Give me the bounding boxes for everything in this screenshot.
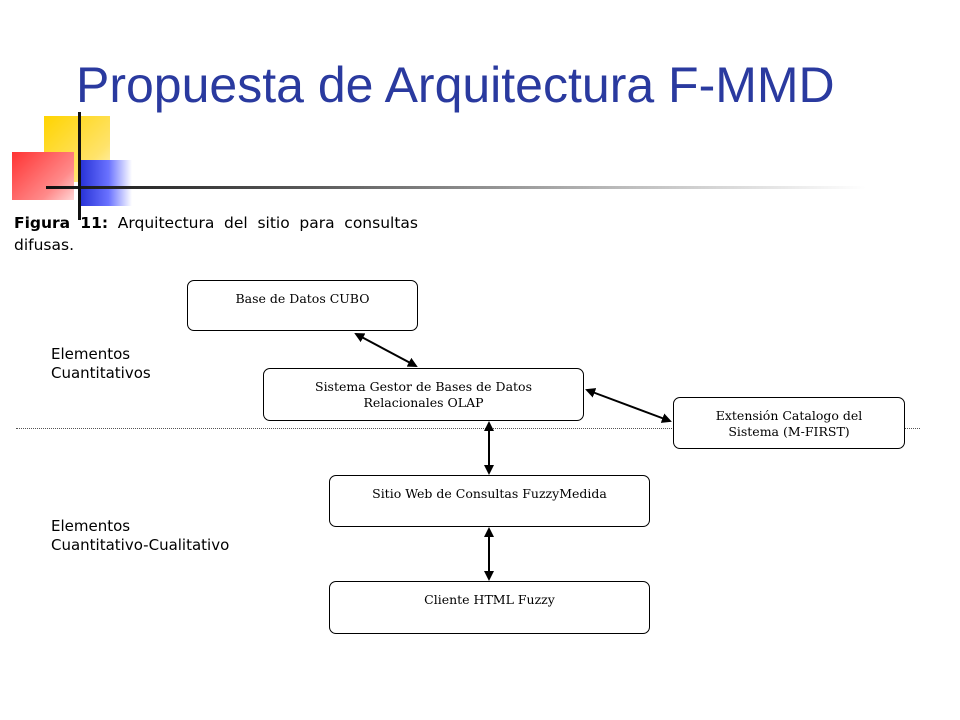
node-cliente-html: Cliente HTML Fuzzy — [329, 581, 650, 634]
decor-vertical-line — [78, 112, 81, 220]
title-underline — [46, 186, 866, 189]
label-line: Cuantitativo-Cualitativo — [51, 536, 230, 554]
figure-caption: Figura 11: Arquitectura del sitio para c… — [14, 212, 418, 256]
arrow-base-sgbd — [354, 333, 418, 367]
node-extension-catalogo: Extensión Catalogo del Sistema (M-FIRST) — [673, 397, 905, 449]
label-line: Elementos — [51, 517, 131, 535]
decor-red-square — [12, 152, 74, 200]
decor-blue-square — [80, 160, 132, 206]
node-label: Cliente HTML Fuzzy — [424, 592, 555, 607]
node-label: Extensión Catalogo del — [715, 408, 863, 423]
label-line: Elementos — [51, 345, 131, 363]
label-elementos-cualitativo: Elementos Cuantitativo-Cualitativo — [51, 517, 229, 555]
slide-title: Propuesta de Arquitectura F-MMD — [76, 57, 835, 113]
node-sitio-web: Sitio Web de Consultas FuzzyMedida — [329, 475, 650, 527]
node-label: Sistema Gestor de Bases de Datos — [315, 379, 532, 394]
node-label: Relacionales OLAP — [363, 395, 484, 410]
figure-caption-label: Figura 11: — [14, 214, 109, 232]
node-label: Sistema (M-FIRST) — [728, 424, 850, 439]
label-line: Cuantitativos — [51, 364, 151, 382]
section-divider — [16, 428, 920, 429]
node-label: Sitio Web de Consultas FuzzyMedida — [372, 486, 607, 501]
node-sistema-gestor: Sistema Gestor de Bases de Datos Relacio… — [263, 368, 584, 421]
label-elementos-cuantitativos: Elementos Cuantitativos — [51, 345, 151, 383]
arrow-sgbd-extension — [585, 388, 672, 423]
node-label: Base de Datos CUBO — [235, 291, 370, 306]
node-base-datos-cubo: Base de Datos CUBO — [187, 280, 418, 331]
figure-caption-text: Arquitectura del sitio para consultas di… — [14, 214, 418, 254]
